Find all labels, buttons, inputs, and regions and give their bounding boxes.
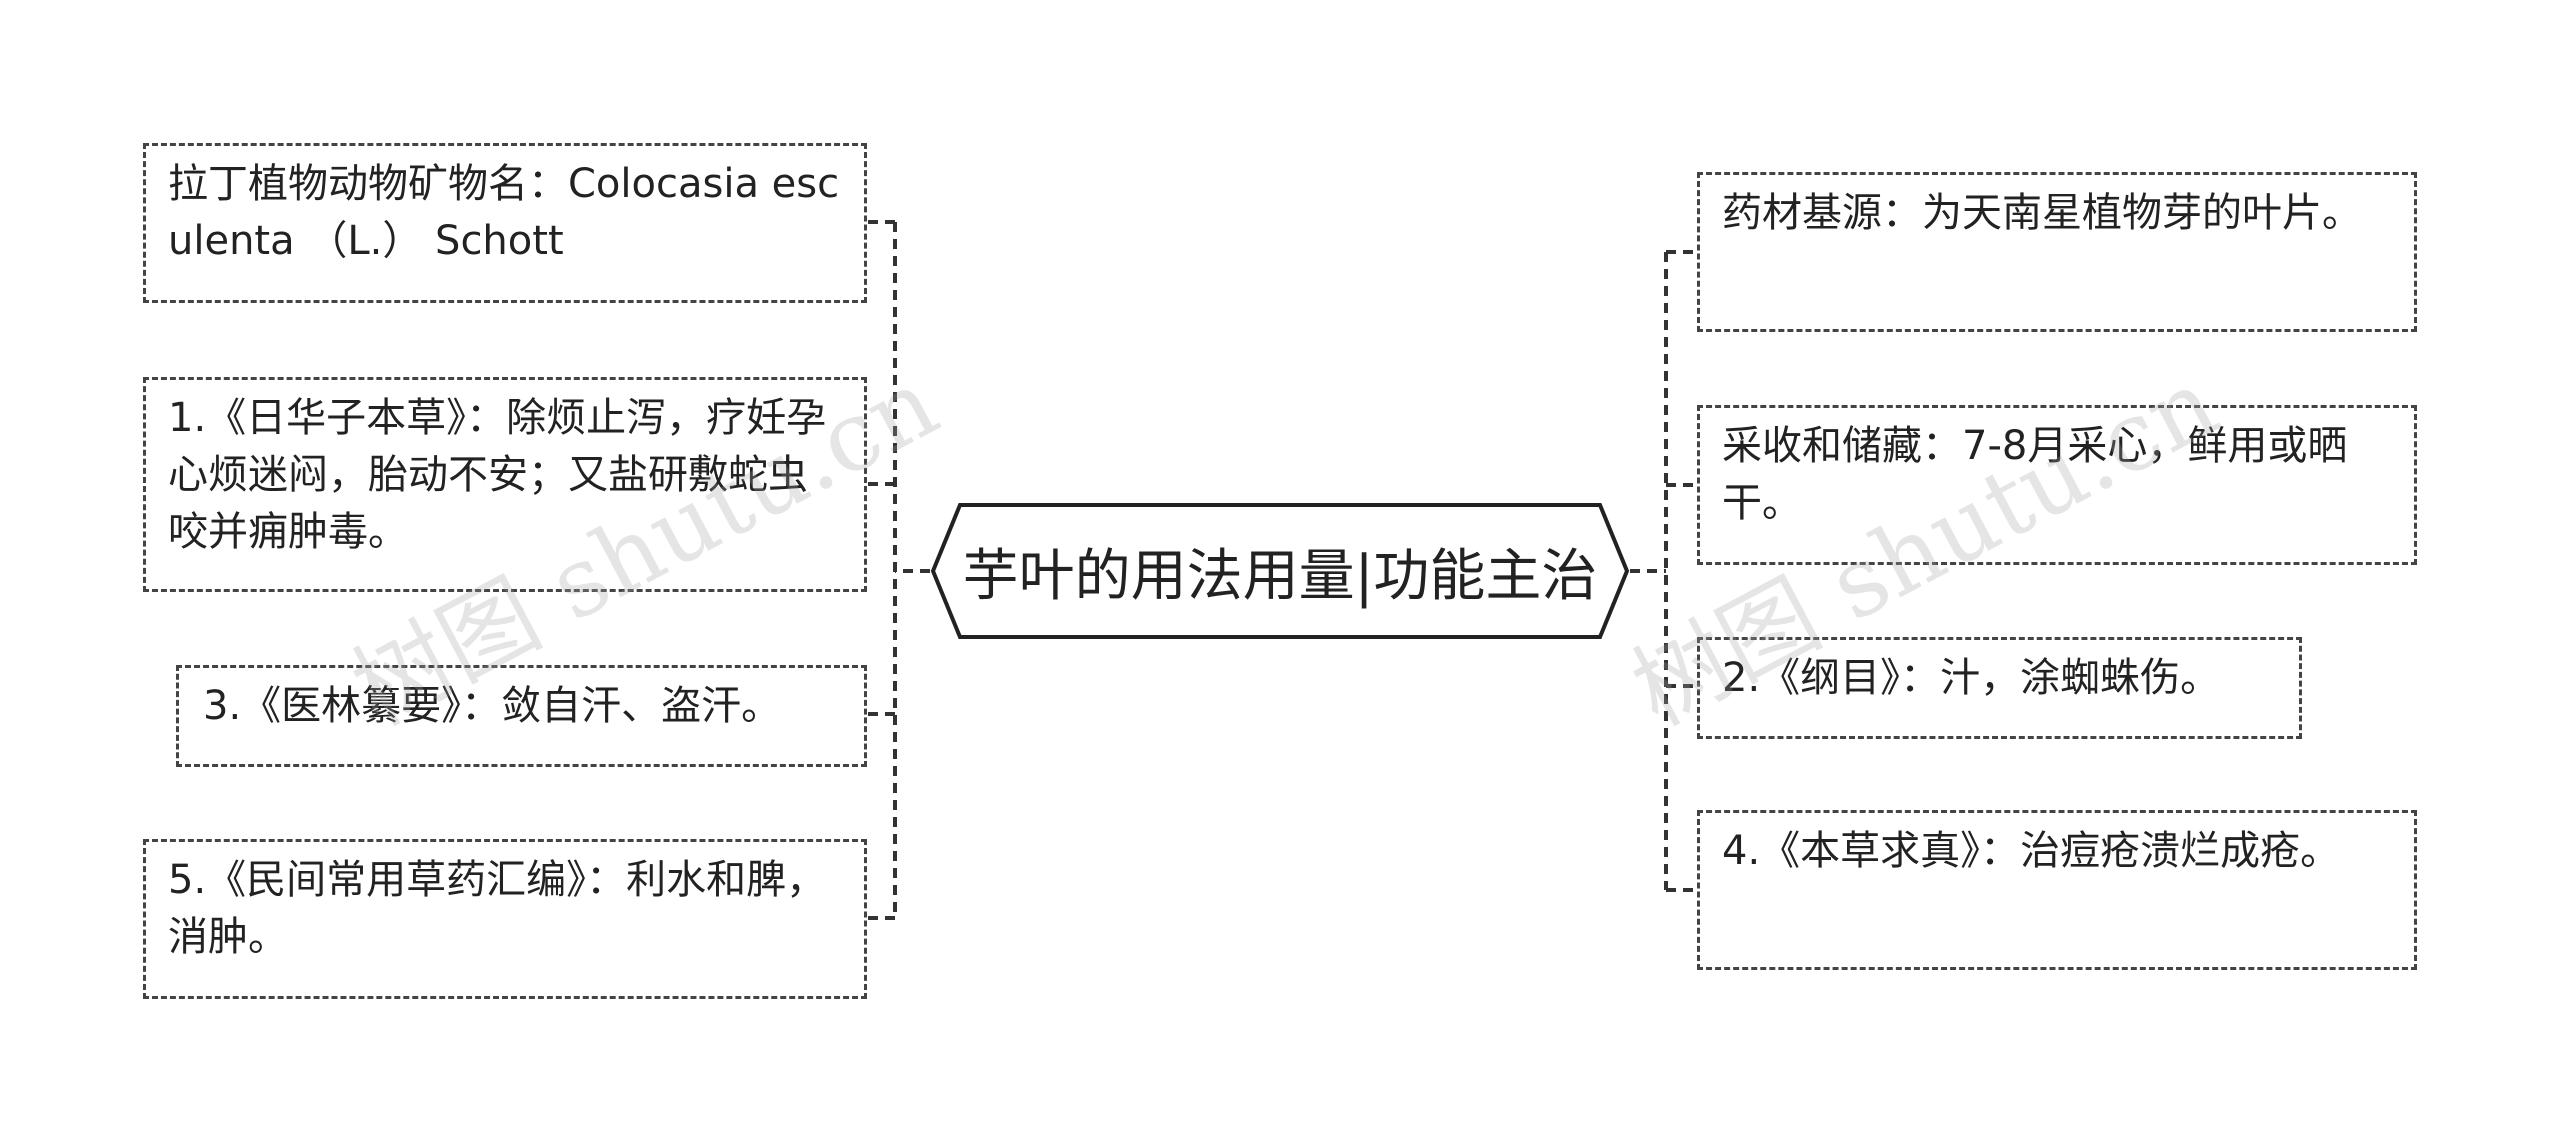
- right-node-2[interactable]: 采收和储藏：7-8月采心，鲜用或晒干。: [1697, 405, 2417, 565]
- right-node-4[interactable]: 4.《本草求真》：治痘疮溃烂成疮。: [1697, 810, 2417, 970]
- right-node-3-text: 2.《纲目》：汁，涂蜘蛛伤。: [1722, 655, 2221, 701]
- left-node-3-text: 3.《医林纂要》：敛自汗、盗汗。: [203, 683, 782, 729]
- right-node-1-text: 药材基源：为天南星植物芽的叶片。: [1722, 190, 2362, 236]
- left-node-2[interactable]: 1.《日华子本草》：除烦止泻，疗妊孕心烦迷闷，胎动不安；又盐研敷蛇虫咬并痈肿毒。: [143, 377, 867, 592]
- right-node-1[interactable]: 药材基源：为天南星植物芽的叶片。: [1697, 172, 2417, 332]
- left-node-3[interactable]: 3.《医林纂要》：敛自汗、盗汗。: [176, 665, 867, 767]
- central-topic-text: 芋叶的用法用量|功能主治: [962, 543, 1598, 609]
- central-topic-frame: [930, 503, 1630, 639]
- left-node-4-text: 5.《民间常用草药汇编》：利水和脾，消肿。: [168, 857, 827, 960]
- left-node-1[interactable]: 拉丁植物动物矿物名：Colocasia esculenta （L.） Schot…: [143, 143, 867, 303]
- left-node-1-text: 拉丁植物动物矿物名：Colocasia esculenta （L.） Schot…: [168, 161, 840, 264]
- right-node-4-text: 4.《本草求真》：治痘疮溃烂成疮。: [1722, 828, 2341, 874]
- left-node-4[interactable]: 5.《民间常用草药汇编》：利水和脾，消肿。: [143, 839, 867, 999]
- left-node-2-text: 1.《日华子本草》：除烦止泻，疗妊孕心烦迷闷，胎动不安；又盐研敷蛇虫咬并痈肿毒。: [168, 395, 827, 555]
- right-node-3[interactable]: 2.《纲目》：汁，涂蜘蛛伤。: [1697, 637, 2302, 739]
- right-node-2-text: 采收和储藏：7-8月采心，鲜用或晒干。: [1722, 423, 2348, 526]
- central-topic[interactable]: 芋叶的用法用量|功能主治: [930, 502, 1630, 640]
